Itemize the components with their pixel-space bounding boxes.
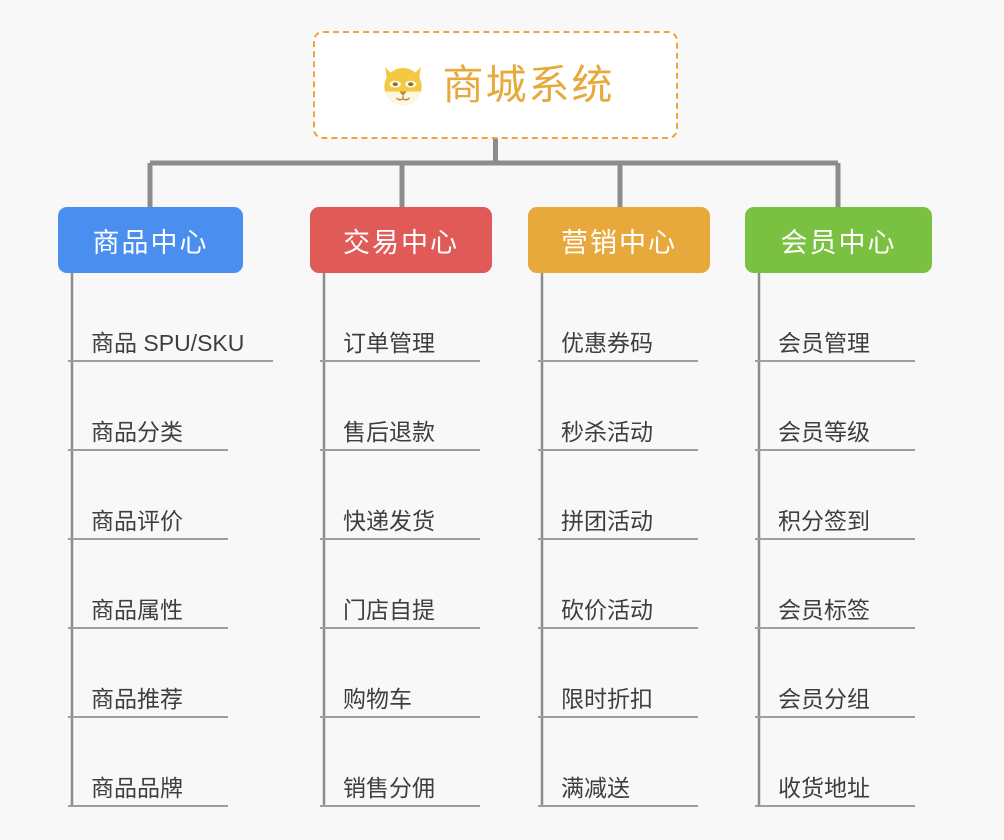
leaf-item[interactable]: 商品推荐 (58, 629, 243, 718)
leaf-label: 会员分组 (778, 686, 870, 712)
leaf-item[interactable]: 商品分类 (58, 362, 243, 451)
branch-column-2: 营销中心 优惠券码秒杀活动拼团活动砍价活动限时折扣满减送 (528, 207, 710, 807)
category-label: 商品中心 (92, 227, 209, 258)
leaf-underline (538, 538, 698, 540)
leaf-item[interactable]: 秒杀活动 (528, 362, 710, 451)
leaf-item[interactable]: 会员标签 (745, 540, 932, 629)
leaf-label: 商品评价 (91, 508, 183, 534)
leaf-list-3: 会员管理会员等级积分签到会员标签会员分组收货地址 (745, 273, 932, 807)
leaf-label: 商品品牌 (91, 775, 183, 801)
leaf-underline (68, 360, 273, 362)
leaf-underline (320, 449, 480, 451)
leaf-item[interactable]: 限时折扣 (528, 629, 710, 718)
leaf-item[interactable]: 商品 SPU/SKU (58, 273, 273, 362)
leaf-label: 门店自提 (343, 597, 435, 623)
leaf-label: 商品属性 (91, 597, 183, 623)
leaf-underline (755, 360, 915, 362)
leaf-label: 购物车 (343, 686, 412, 712)
leaf-label: 快递发货 (343, 508, 435, 534)
leaf-underline (538, 716, 698, 718)
leaf-underline (538, 627, 698, 629)
leaf-label: 销售分佣 (343, 775, 435, 801)
leaf-underline (755, 627, 915, 629)
leaf-label: 商品推荐 (91, 686, 183, 712)
leaf-label: 售后退款 (343, 419, 435, 445)
leaf-item[interactable]: 满减送 (528, 718, 710, 807)
leaf-underline (320, 538, 480, 540)
leaf-item[interactable]: 销售分佣 (310, 718, 492, 807)
leaf-item[interactable]: 购物车 (310, 629, 492, 718)
leaf-underline (755, 449, 915, 451)
leaf-item[interactable]: 商品属性 (58, 540, 243, 629)
leaf-item[interactable]: 会员管理 (745, 273, 932, 362)
leaf-underline (68, 538, 228, 540)
leaf-item[interactable]: 会员分组 (745, 629, 932, 718)
category-label: 营销中心 (561, 227, 677, 258)
leaf-label: 积分签到 (778, 508, 870, 534)
leaf-label: 秒杀活动 (561, 419, 653, 445)
category-label: 会员中心 (780, 227, 897, 258)
leaf-item[interactable]: 快递发货 (310, 451, 492, 540)
leaf-list-0: 商品 SPU/SKU 商品分类商品评价商品属性商品推荐商品品牌 (58, 273, 273, 807)
category-header-2[interactable]: 营销中心 (528, 207, 710, 273)
leaf-item[interactable]: 会员等级 (745, 362, 932, 451)
leaf-label: 会员标签 (778, 597, 870, 623)
leaf-underline (538, 449, 698, 451)
leaf-label: 会员管理 (778, 330, 870, 356)
leaf-underline (68, 716, 228, 718)
leaf-item[interactable]: 优惠券码 (528, 273, 710, 362)
leaf-item[interactable]: 拼团活动 (528, 451, 710, 540)
leaf-label: 会员等级 (778, 419, 870, 445)
leaf-label: 收货地址 (778, 775, 870, 801)
leaf-underline (755, 805, 915, 807)
leaf-item[interactable]: 门店自提 (310, 540, 492, 629)
leaf-label: 订单管理 (343, 330, 435, 356)
leaf-list-1: 订单管理售后退款快递发货门店自提购物车销售分佣 (310, 273, 492, 807)
category-header-0[interactable]: 商品中心 (58, 207, 243, 273)
category-label: 交易中心 (343, 227, 459, 258)
leaf-label: 限时折扣 (561, 686, 653, 712)
category-header-1[interactable]: 交易中心 (310, 207, 492, 273)
leaf-underline (538, 360, 698, 362)
leaf-list-2: 优惠券码秒杀活动拼团活动砍价活动限时折扣满减送 (528, 273, 710, 807)
leaf-item[interactable]: 砍价活动 (528, 540, 710, 629)
leaf-underline (68, 805, 228, 807)
root-node[interactable]: 商城系统 (313, 31, 678, 139)
leaf-underline (320, 360, 480, 362)
leaf-underline (320, 627, 480, 629)
leaf-label: 砍价活动 (561, 597, 653, 623)
leaf-item[interactable]: 商品评价 (58, 451, 243, 540)
leaf-item[interactable]: 订单管理 (310, 273, 492, 362)
leaf-item[interactable]: 收货地址 (745, 718, 932, 807)
leaf-item[interactable]: 积分签到 (745, 451, 932, 540)
leaf-underline (320, 805, 480, 807)
category-header-3[interactable]: 会员中心 (745, 207, 932, 273)
branch-column-1: 交易中心 订单管理售后退款快递发货门店自提购物车销售分佣 (310, 207, 492, 807)
leaf-label: 优惠券码 (561, 330, 653, 356)
leaf-underline (68, 449, 228, 451)
leaf-item[interactable]: 售后退款 (310, 362, 492, 451)
root-title: 商城系统 (442, 61, 615, 108)
leaf-underline (755, 538, 915, 540)
shiba-dog-face-icon (377, 59, 429, 111)
leaf-label: 商品 SPU/SKU (91, 330, 245, 356)
leaf-underline (755, 716, 915, 718)
leaf-label: 满减送 (561, 775, 630, 801)
leaf-underline (538, 805, 698, 807)
branch-column-0: 商品中心 商品 SPU/SKU 商品分类商品评价商品属性商品推荐商品品牌 (58, 207, 273, 807)
leaf-underline (68, 627, 228, 629)
leaf-label: 商品分类 (91, 419, 183, 445)
leaf-underline (320, 716, 480, 718)
leaf-item[interactable]: 商品品牌 (58, 718, 243, 807)
branch-column-3: 会员中心 会员管理会员等级积分签到会员标签会员分组收货地址 (745, 207, 932, 807)
leaf-label: 拼团活动 (561, 508, 653, 534)
